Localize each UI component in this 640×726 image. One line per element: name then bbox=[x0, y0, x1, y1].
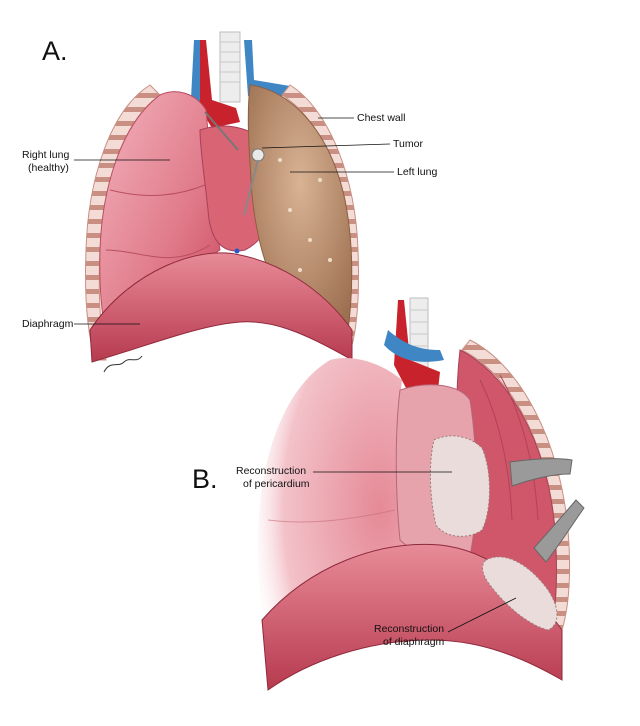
diaphragm bbox=[89, 252, 353, 363]
right-lung-b-fissure bbox=[267, 509, 396, 523]
tumor-marker bbox=[251, 148, 265, 162]
label-pericardium-line1: Reconstruction bbox=[236, 465, 306, 477]
label-diaphragm-b-line2: of diaphragm bbox=[383, 636, 445, 648]
pericardium-patch bbox=[429, 435, 490, 537]
leader-diaphragm-b bbox=[447, 597, 517, 633]
vena-cava-vessel-b bbox=[384, 330, 444, 362]
aorta-vessel-b bbox=[394, 300, 440, 390]
vena-cava-vessel bbox=[244, 40, 290, 96]
label-diaphragm-b-line1: Reconstruction bbox=[374, 623, 444, 635]
needle-instrument bbox=[243, 159, 259, 216]
panel-b-letter: B. bbox=[192, 464, 218, 494]
label-pericardium-line2: of pericardium bbox=[243, 478, 310, 490]
artist-signature bbox=[103, 355, 143, 373]
panel-b: B. Reconstruction of pericardium Reconst… bbox=[192, 297, 585, 691]
label-left-lung: Left lung bbox=[397, 166, 437, 178]
leader-tumor bbox=[261, 143, 391, 149]
clamp-instrument bbox=[204, 111, 239, 151]
diaphragm-patch bbox=[482, 556, 558, 631]
label-diaphragm: Diaphragm bbox=[22, 318, 74, 330]
right-lung-fissure bbox=[109, 184, 206, 196]
panel-a: A. Chest wall Tumor Left lung Right lung… bbox=[22, 31, 437, 373]
label-tumor: Tumor bbox=[393, 138, 423, 150]
label-chest-wall: Chest wall bbox=[357, 112, 405, 124]
right-lung-fissure-lower bbox=[105, 244, 211, 259]
blue-dot-marker bbox=[234, 248, 240, 254]
panel-a-letter: A. bbox=[42, 36, 68, 66]
label-right-lung-line1: Right lung bbox=[22, 149, 69, 161]
label-right-lung-line2: (healthy) bbox=[28, 162, 69, 174]
trachea bbox=[219, 31, 241, 103]
aorta-vessel bbox=[198, 40, 240, 128]
retractor-lower bbox=[533, 499, 585, 563]
retractor-upper bbox=[509, 458, 573, 487]
